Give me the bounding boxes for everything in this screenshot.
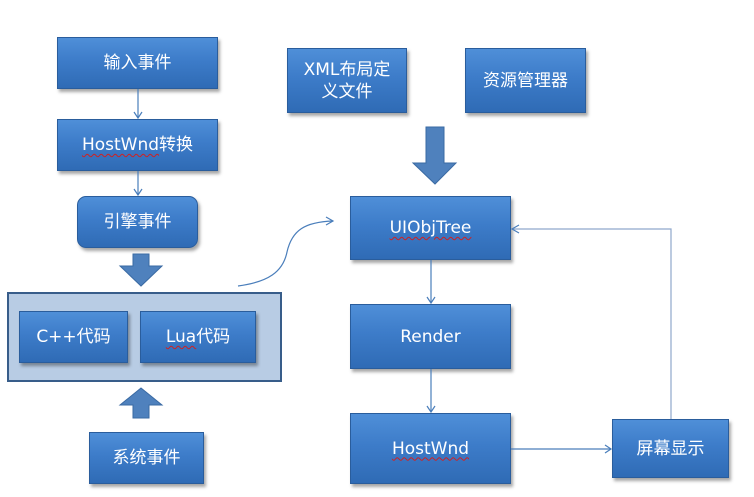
node-xml-layout[interactable]: XML布局定义文件 — [287, 48, 407, 113]
block-arrow-down-icon — [118, 253, 164, 287]
node-hostwnd[interactable]: HostWnd — [350, 413, 511, 484]
node-label: 引擎事件 — [103, 212, 172, 232]
node-uiobjtree[interactable]: UIObjTree — [350, 196, 511, 260]
node-label: 系统事件 — [112, 448, 181, 468]
arrowhead-icon — [325, 216, 335, 226]
node-label: HostWnd — [391, 438, 470, 459]
arrowhead-icon — [604, 444, 613, 454]
node-screen-display[interactable]: 屏幕显示 — [612, 419, 729, 478]
connector-code-to-uiobjtree — [237, 220, 334, 287]
arrowhead-icon — [510, 224, 520, 234]
node-engine-event[interactable]: 引擎事件 — [77, 196, 198, 248]
node-label: Render — [400, 326, 461, 347]
node-label: Lua代码 — [165, 327, 231, 347]
block-arrow-up-icon — [118, 387, 164, 419]
node-label: 资源管理器 — [483, 70, 568, 91]
node-label: 输入事件 — [103, 53, 172, 73]
node-label: UIObjTree — [389, 218, 472, 238]
block-arrow-down-icon — [411, 126, 458, 185]
node-render[interactable]: Render — [350, 304, 511, 369]
node-system-event[interactable]: 系统事件 — [89, 432, 204, 484]
node-lua-code[interactable]: Lua代码 — [140, 311, 256, 363]
arrowhead-icon — [133, 111, 143, 120]
node-cpp-code[interactable]: C++代码 — [19, 311, 128, 363]
node-resource-manager[interactable]: 资源管理器 — [465, 48, 586, 113]
node-label: C++代码 — [36, 327, 111, 347]
arrowhead-icon — [133, 188, 143, 197]
node-hostwnd-convert[interactable]: HostWnd转换 — [57, 119, 218, 171]
connector-screen-to-uiobjtree — [512, 228, 672, 419]
node-label: XML布局定义文件 — [303, 59, 391, 102]
arrowhead-icon — [426, 405, 436, 414]
node-label: 屏幕显示 — [636, 438, 705, 459]
node-label: HostWnd转换 — [81, 135, 194, 155]
node-input-event[interactable]: 输入事件 — [57, 37, 218, 89]
arrowhead-icon — [426, 296, 436, 305]
